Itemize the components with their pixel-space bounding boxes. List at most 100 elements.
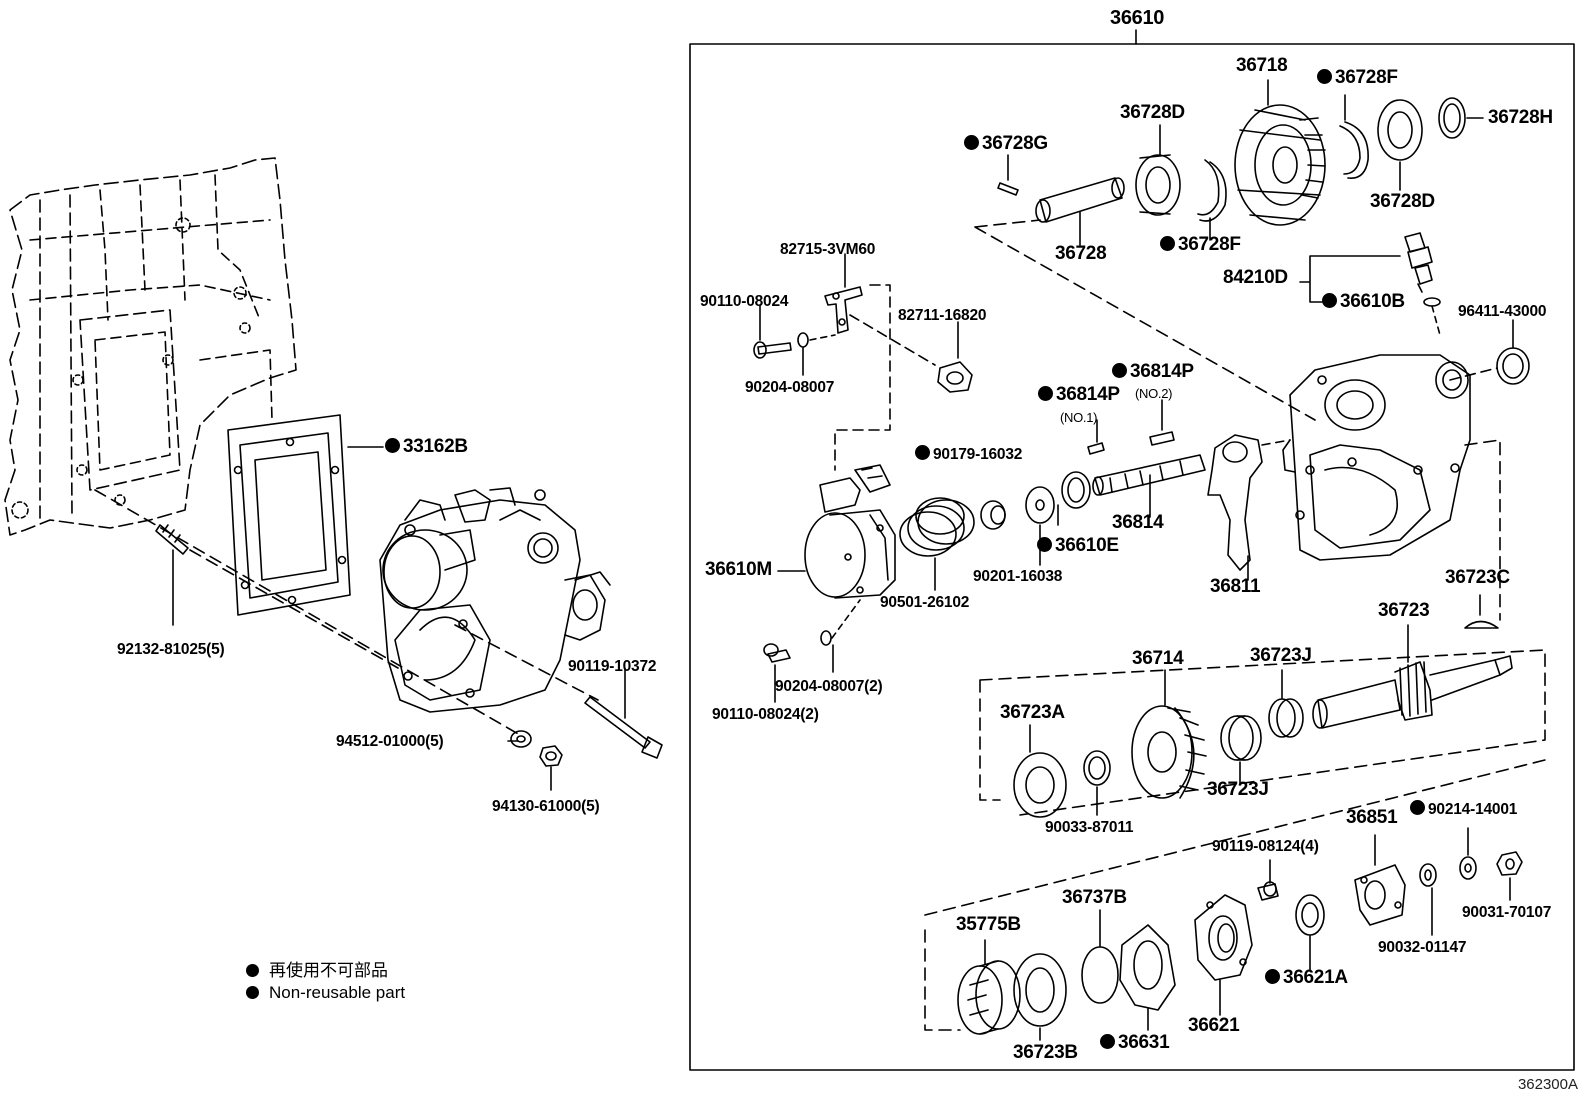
pin-36728g xyxy=(997,182,1019,196)
non-reusable-dot-icon xyxy=(246,986,259,999)
bolt-90119-10372 xyxy=(584,696,663,759)
assembly-line xyxy=(454,624,599,701)
non-reusable-dot-icon xyxy=(1160,236,1175,251)
label-36621a: 36621A xyxy=(1265,968,1348,988)
non-reusable-dot-icon xyxy=(246,964,259,977)
label-90214-14001: 90214-14001 xyxy=(1410,800,1517,820)
label-90110-08024: 90110-08024 xyxy=(700,293,789,310)
washer-90204-2 xyxy=(820,630,832,646)
assembly-line xyxy=(979,649,1546,816)
label-36723c: 36723C xyxy=(1445,567,1510,588)
label-90204-08007-2: 90204-08007(2) xyxy=(775,678,883,695)
legend-item-japanese: 再使用不可部品 xyxy=(246,956,388,981)
washer-94512 xyxy=(510,730,532,748)
snap-ring-36728f-top xyxy=(1344,121,1369,179)
non-reusable-dot-icon xyxy=(1317,69,1332,84)
key-36723c xyxy=(1464,620,1499,629)
label-36728d-top: 36728D xyxy=(1120,102,1185,123)
label-94130-61000: 94130-61000(5) xyxy=(492,798,600,815)
transfer-housing xyxy=(379,487,611,713)
legend-item-english: Non-reusable part xyxy=(246,983,405,1003)
non-reusable-dot-icon xyxy=(1410,800,1425,815)
label-90119-10372: 90119-10372 xyxy=(568,658,657,675)
label-36723: 36723 xyxy=(1378,600,1430,621)
label-33162b: 33162B xyxy=(385,437,468,457)
non-reusable-dot-icon xyxy=(964,135,979,150)
label-94512-01000: 94512-01000(5) xyxy=(336,733,444,750)
label-90031-70107: 90031-70107 xyxy=(1462,904,1552,921)
label-82715-3vm60: 82715-3VM60 xyxy=(780,241,876,258)
needle-bearing-36723j-b xyxy=(1268,698,1304,738)
assembly-number-label: 36610 xyxy=(1110,7,1165,29)
needle-bearing-36723j-a xyxy=(1220,715,1262,761)
leader-84210d xyxy=(1299,255,1401,303)
label-36728f-bottom: 36728F xyxy=(1160,235,1241,255)
label-90119-08124: 90119-08124(4) xyxy=(1212,838,1319,855)
nut-90031 xyxy=(1496,851,1523,876)
collar-90179 xyxy=(980,500,1006,530)
stud-92132 xyxy=(155,524,189,555)
label-90032-01147: 90032-01147 xyxy=(1378,939,1467,956)
bearing-36723a xyxy=(1013,752,1067,818)
label-90204-08007: 90204-08007 xyxy=(745,379,835,396)
washer-90032 xyxy=(1419,863,1437,887)
label-90179-16032: 90179-16032 xyxy=(915,445,1022,465)
label-35775b: 35775B xyxy=(956,914,1021,935)
bolt-90110-2 xyxy=(763,643,791,663)
label-36610b: 36610B xyxy=(1322,292,1405,312)
harness-line xyxy=(834,284,891,471)
washer-90204-top xyxy=(797,332,809,348)
bearing-36728d xyxy=(1135,154,1181,216)
label-36610m: 36610M xyxy=(705,559,772,580)
label-36631: 36631 xyxy=(1100,1033,1170,1053)
label-36728g: 36728G xyxy=(964,134,1048,154)
gear-36714 xyxy=(1131,705,1207,799)
washer-90214 xyxy=(1459,856,1477,880)
bolt-90110-top xyxy=(753,341,792,359)
assembly-line xyxy=(1464,439,1501,621)
spacer-90033 xyxy=(1083,750,1111,786)
label-92132-81025: 92132-81025(5) xyxy=(117,641,225,658)
gasket-36631 xyxy=(1119,924,1176,1011)
non-reusable-dot-icon xyxy=(1112,363,1127,378)
spring-90501 xyxy=(899,497,975,557)
gear-36718 xyxy=(1234,104,1326,226)
transmission-case xyxy=(4,157,297,536)
non-reusable-dot-icon xyxy=(1038,386,1053,401)
fork-36811 xyxy=(1207,434,1263,571)
ring-36737b xyxy=(1081,946,1119,1004)
transfer-case-housing xyxy=(1282,354,1471,561)
motor-36610m xyxy=(804,464,896,599)
label-36851: 36851 xyxy=(1346,807,1398,828)
assembly-box xyxy=(689,43,1575,1071)
label-36737b: 36737B xyxy=(1062,887,1127,908)
label-36728d-right: 36728D xyxy=(1370,191,1435,212)
o-ring-36610b xyxy=(1423,297,1441,307)
snap-ring-36728f xyxy=(1199,161,1227,222)
clamp-82711 xyxy=(937,361,973,393)
assembly-line xyxy=(924,759,1546,1031)
pin-36814p-no1 xyxy=(1087,442,1105,455)
non-reusable-dot-icon xyxy=(1100,1034,1115,1049)
label-36621: 36621 xyxy=(1188,1015,1240,1036)
label-84210d: 84210D xyxy=(1223,267,1288,288)
label-36728: 36728 xyxy=(1055,243,1107,264)
non-reusable-dot-icon xyxy=(385,438,400,453)
label-96411-43000: 96411-43000 xyxy=(1458,303,1547,320)
label-90201-16038: 90201-16038 xyxy=(973,568,1063,585)
label-36723b: 36723B xyxy=(1013,1042,1078,1063)
label-36714: 36714 xyxy=(1132,648,1184,669)
label-no1: (NO.1) xyxy=(1060,410,1098,425)
assembly-line xyxy=(94,489,521,736)
label-36610e: 36610E xyxy=(1037,536,1119,556)
washer-90201 xyxy=(1025,486,1055,524)
label-36723a: 36723A xyxy=(1000,702,1065,723)
label-36814p-no1: 36814P xyxy=(1038,385,1120,405)
label-36723j-bottom: 36723J xyxy=(1207,779,1269,800)
label-90110-08024-2: 90110-08024(2) xyxy=(712,706,819,723)
extension-housing-36851 xyxy=(1354,864,1406,926)
shaft-36723 xyxy=(1312,655,1513,729)
non-reusable-dot-icon xyxy=(915,445,930,460)
